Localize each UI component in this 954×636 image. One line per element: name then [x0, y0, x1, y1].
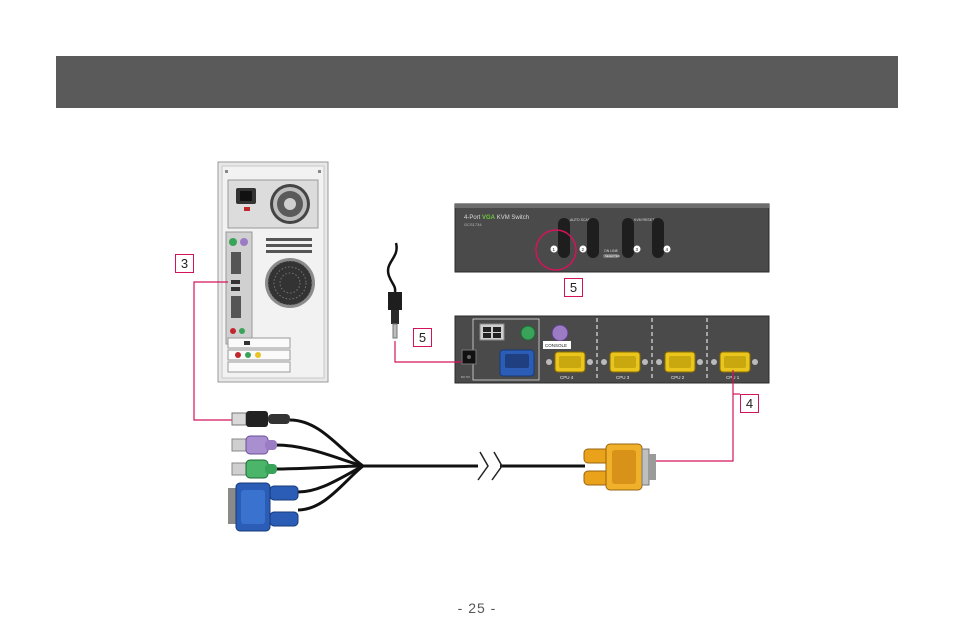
selected-label: SELECTED: [605, 254, 620, 258]
vga-monitor-plug: [228, 482, 299, 532]
cpu-port-1[interactable]: CPU 1: [711, 351, 758, 380]
port-button-4[interactable]: 4: [652, 218, 671, 258]
vga-cpu-plug: [583, 443, 656, 491]
callout-4: 4: [740, 394, 759, 413]
svg-text:4: 4: [666, 247, 669, 252]
svg-text:CPU 3: CPU 3: [616, 375, 630, 380]
kvm-model: GCS1734: [464, 222, 482, 227]
ps2-keyboard-plug: [231, 435, 277, 455]
svg-text:3: 3: [636, 247, 639, 252]
auto-scan-label: AUTO SCAN: [570, 218, 591, 222]
console-label: CONSOLE: [545, 343, 567, 348]
kvm-reset-label: KVM RESET: [634, 218, 655, 222]
cpu-port-4[interactable]: CPU 4: [546, 351, 593, 380]
port-button-1[interactable]: 1: [550, 218, 571, 258]
page-number: - 25 -: [457, 600, 497, 616]
kvm-front-panel: 4-Port VGA KVM Switch GCS1734 AUTO SCAN …: [454, 203, 770, 273]
kvm-cable: [228, 411, 656, 532]
online-label: ON LINE: [604, 249, 619, 253]
header-bar: [56, 56, 898, 108]
svg-text:2: 2: [582, 247, 585, 252]
kvm-rear-panel: CONSOLE DC 5V CPU 4 CPU 3 CPU 2: [454, 315, 770, 384]
highlight-circle: [535, 229, 577, 271]
callout-lines: [193, 281, 740, 462]
svg-text:CPU 2: CPU 2: [671, 375, 685, 380]
power-label: DC 5V: [461, 375, 470, 379]
ps2-mouse-plug: [231, 459, 277, 479]
power-adapter-plug: [386, 242, 402, 339]
port-button-2[interactable]: 2: [579, 218, 600, 258]
callout-5-button: 5: [564, 278, 583, 297]
callout-5-power: 5: [413, 328, 432, 347]
svg-text:1: 1: [553, 247, 556, 252]
usb-plug: [231, 411, 290, 427]
port-button-3[interactable]: 3: [622, 218, 641, 258]
svg-text:CPU 4: CPU 4: [560, 375, 574, 380]
callout-3: 3: [175, 254, 194, 273]
cpu-port-3[interactable]: CPU 3: [601, 351, 648, 380]
pc-tower-rear: [217, 161, 329, 383]
cpu-port-2[interactable]: CPU 2: [656, 351, 703, 380]
svg-text:4-Port VGA KVM Switch: 4-Port VGA KVM Switch: [464, 215, 529, 221]
